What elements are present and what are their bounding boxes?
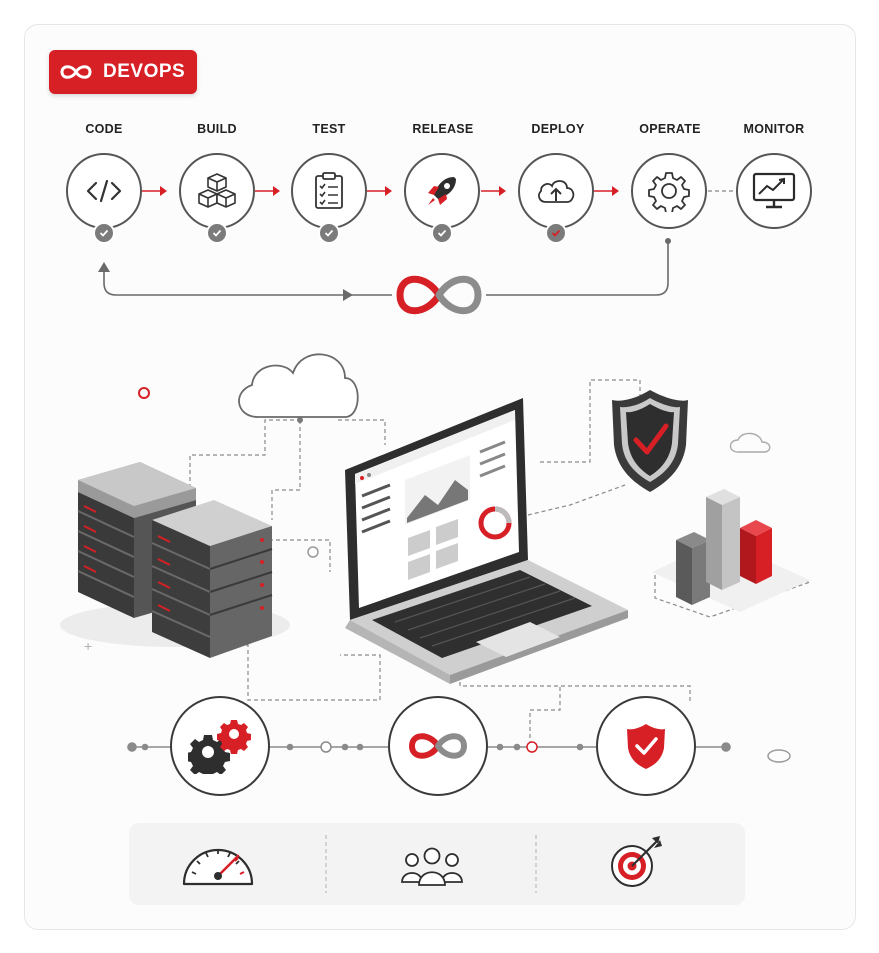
status-check-test (318, 222, 340, 244)
small-cloud-icon (729, 432, 771, 453)
checklist-icon (315, 172, 343, 209)
devops-badge: DEVOPS (49, 50, 197, 94)
loop-infinity-icon (396, 275, 482, 315)
gears-icon (188, 720, 251, 774)
stage-code[interactable] (66, 153, 142, 229)
status-check-code (93, 222, 115, 244)
status-check-build (206, 222, 228, 244)
feature-continuous[interactable] (388, 696, 488, 796)
cloud-icon (238, 353, 359, 418)
team-icon (401, 847, 463, 886)
stage-release[interactable] (404, 153, 480, 229)
feature-security[interactable] (596, 696, 696, 796)
cubes-icon (198, 173, 236, 208)
stage-monitor[interactable] (736, 153, 812, 229)
infinity-icon (60, 65, 92, 79)
monitor-chart-icon (752, 172, 796, 209)
stage-label-operate: OPERATE (639, 122, 701, 136)
status-check-release (431, 222, 453, 244)
target-icon (611, 836, 662, 887)
rocket-icon (428, 177, 456, 205)
status-check-deploy (545, 222, 567, 244)
stage-label-deploy: DEPLOY (531, 122, 585, 136)
gear-icon (648, 172, 690, 212)
infinity-icon (408, 733, 468, 759)
stage-label-build: BUILD (197, 122, 237, 136)
svg-text:+: + (84, 638, 92, 654)
stage-deploy[interactable] (518, 153, 594, 229)
stage-label-monitor: MONITOR (743, 122, 805, 136)
brand-label: DEVOPS (103, 61, 186, 82)
cloud-upload-icon (538, 180, 575, 203)
bar-chart-icon (652, 489, 810, 612)
shield-check-icon (627, 724, 665, 769)
speedometer-icon (182, 848, 254, 886)
stage-build[interactable] (179, 153, 255, 229)
stage-label-release: RELEASE (412, 122, 474, 136)
stage-operate[interactable] (631, 153, 707, 229)
code-icon (86, 179, 122, 203)
stage-label-code: CODE (85, 122, 123, 136)
stage-label-test: TEST (312, 122, 346, 136)
laptop-dashboard-icon (345, 398, 628, 684)
security-shield-icon (612, 390, 688, 492)
feature-automation[interactable] (170, 696, 270, 796)
server-rack-icon (77, 462, 273, 658)
